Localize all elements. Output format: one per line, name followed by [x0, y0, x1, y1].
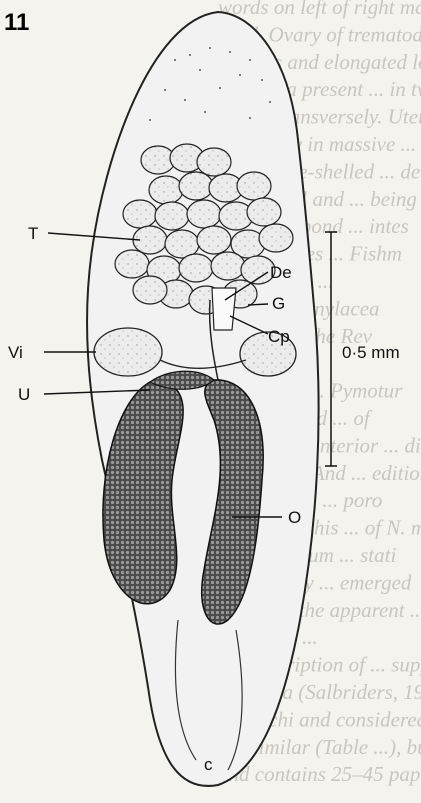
body-outline: [87, 12, 319, 786]
cirrus-pouch: [212, 288, 236, 330]
label-c: c: [204, 755, 213, 774]
testis: [123, 200, 157, 228]
testis: [237, 172, 271, 200]
label-O: O: [288, 508, 301, 527]
testis: [197, 148, 231, 176]
testis: [247, 198, 281, 226]
leader-G: [248, 304, 268, 305]
figure-number: 11: [4, 9, 29, 36]
label-Cp: Cp: [268, 327, 290, 346]
label-Vi: Vi: [8, 343, 23, 362]
background-text-line: and contains 25–45 papillae whi: [218, 762, 421, 786]
testis: [211, 252, 245, 280]
testis: [259, 224, 293, 252]
testis: [179, 172, 213, 200]
testis: [149, 176, 183, 204]
testis: [133, 276, 167, 304]
label-De: De: [270, 263, 292, 282]
label-G: G: [272, 294, 285, 313]
background-text-line: words on left of right margin of ...: [218, 0, 421, 19]
testis: [155, 202, 189, 230]
testis: [197, 226, 231, 254]
testis: [187, 200, 221, 228]
testis: [115, 250, 149, 278]
label-T: T: [28, 224, 38, 243]
label-U: U: [18, 385, 30, 404]
vitellaria-left: [94, 328, 162, 376]
testis: [179, 254, 213, 282]
scale-bar-label: 0·5 mm: [342, 343, 400, 362]
